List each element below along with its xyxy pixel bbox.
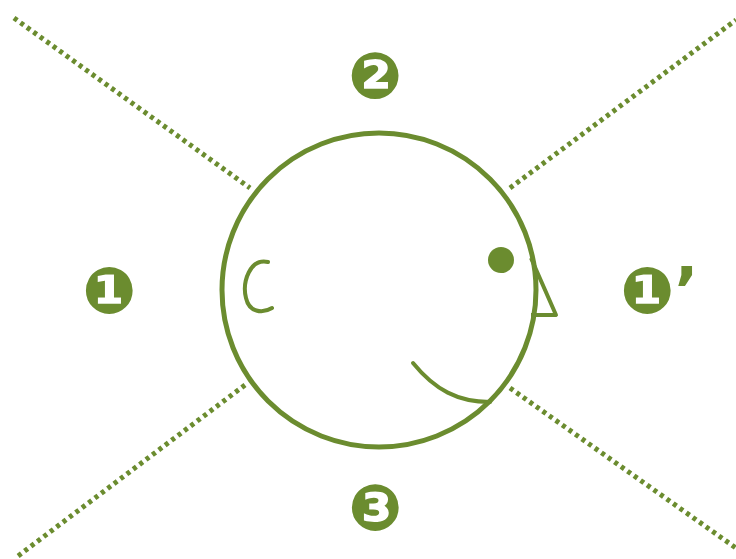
callout-number: ❶ xyxy=(82,259,136,323)
callout-number: ❷ xyxy=(348,44,402,108)
ear xyxy=(245,262,272,312)
mouth xyxy=(413,363,490,402)
nose xyxy=(531,258,556,315)
callout-number: ❶’ xyxy=(620,259,699,323)
dotted-line xyxy=(510,388,736,548)
dotted-line xyxy=(18,385,245,556)
dotted-line xyxy=(14,18,250,188)
head-circle xyxy=(222,133,536,447)
eye xyxy=(488,247,514,273)
callout-number: ❸ xyxy=(348,476,402,540)
dotted-line xyxy=(510,20,736,188)
